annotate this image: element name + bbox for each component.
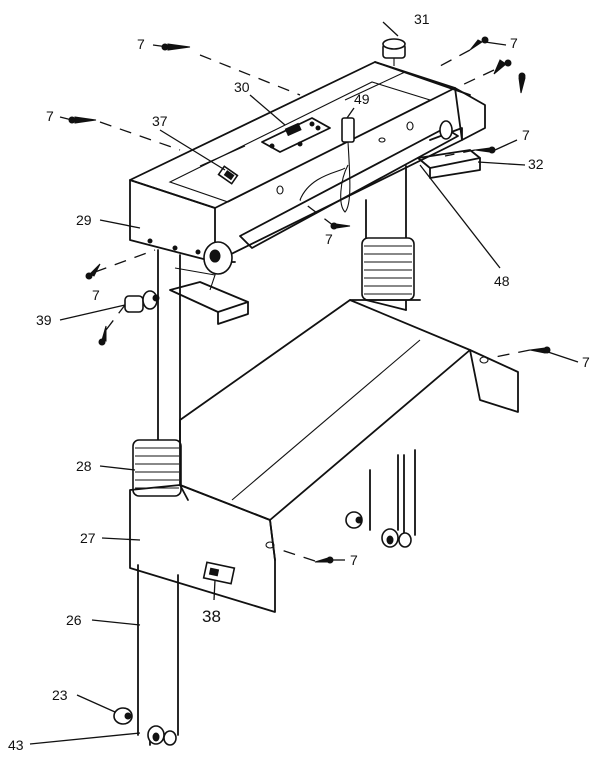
callout-38: 38 <box>202 607 221 626</box>
callout-48: 48 <box>494 273 510 289</box>
callout-31: 31 <box>414 11 430 27</box>
switch-part <box>217 165 239 185</box>
callout-7-top-right: 7 <box>510 35 518 51</box>
upright-posts <box>132 165 416 746</box>
callout-7-center: 7 <box>325 231 333 247</box>
leader-lines <box>29 21 579 745</box>
left-bellows <box>132 439 182 497</box>
callout-7-top-left: 7 <box>137 36 145 52</box>
lower-platform <box>129 299 519 613</box>
callout-7-right-mid: 7 <box>582 354 590 370</box>
callout-26: 26 <box>66 612 82 628</box>
callout-7-left-mid: 7 <box>92 287 100 303</box>
screw-parts <box>68 36 551 564</box>
callout-49: 49 <box>354 91 370 107</box>
callout-37: 37 <box>152 113 168 129</box>
callout-27: 27 <box>80 530 96 546</box>
caster-parts <box>113 511 412 746</box>
callout-7-bottom-center: 7 <box>350 552 358 568</box>
sensor-part <box>299 117 355 213</box>
callout-32: 32 <box>528 156 544 172</box>
callout-7-right-upper: 7 <box>522 127 530 143</box>
top-head-assembly <box>129 38 486 275</box>
callout-39: 39 <box>36 312 52 328</box>
control-panel <box>261 117 331 153</box>
adjust-knob <box>124 290 160 313</box>
callout-labels: 7 31 7 30 49 7 37 7 32 29 7 48 7 39 7 28… <box>8 11 590 753</box>
left-bracket <box>169 267 249 325</box>
callout-43: 43 <box>8 737 24 753</box>
right-bellows <box>361 237 415 301</box>
exploded-view-lines <box>94 49 531 562</box>
callout-7-left: 7 <box>46 108 54 124</box>
callout-29: 29 <box>76 212 92 228</box>
callout-28: 28 <box>76 458 92 474</box>
right-bracket <box>417 149 481 179</box>
callout-23: 23 <box>52 687 68 703</box>
callout-30: 30 <box>234 79 250 95</box>
